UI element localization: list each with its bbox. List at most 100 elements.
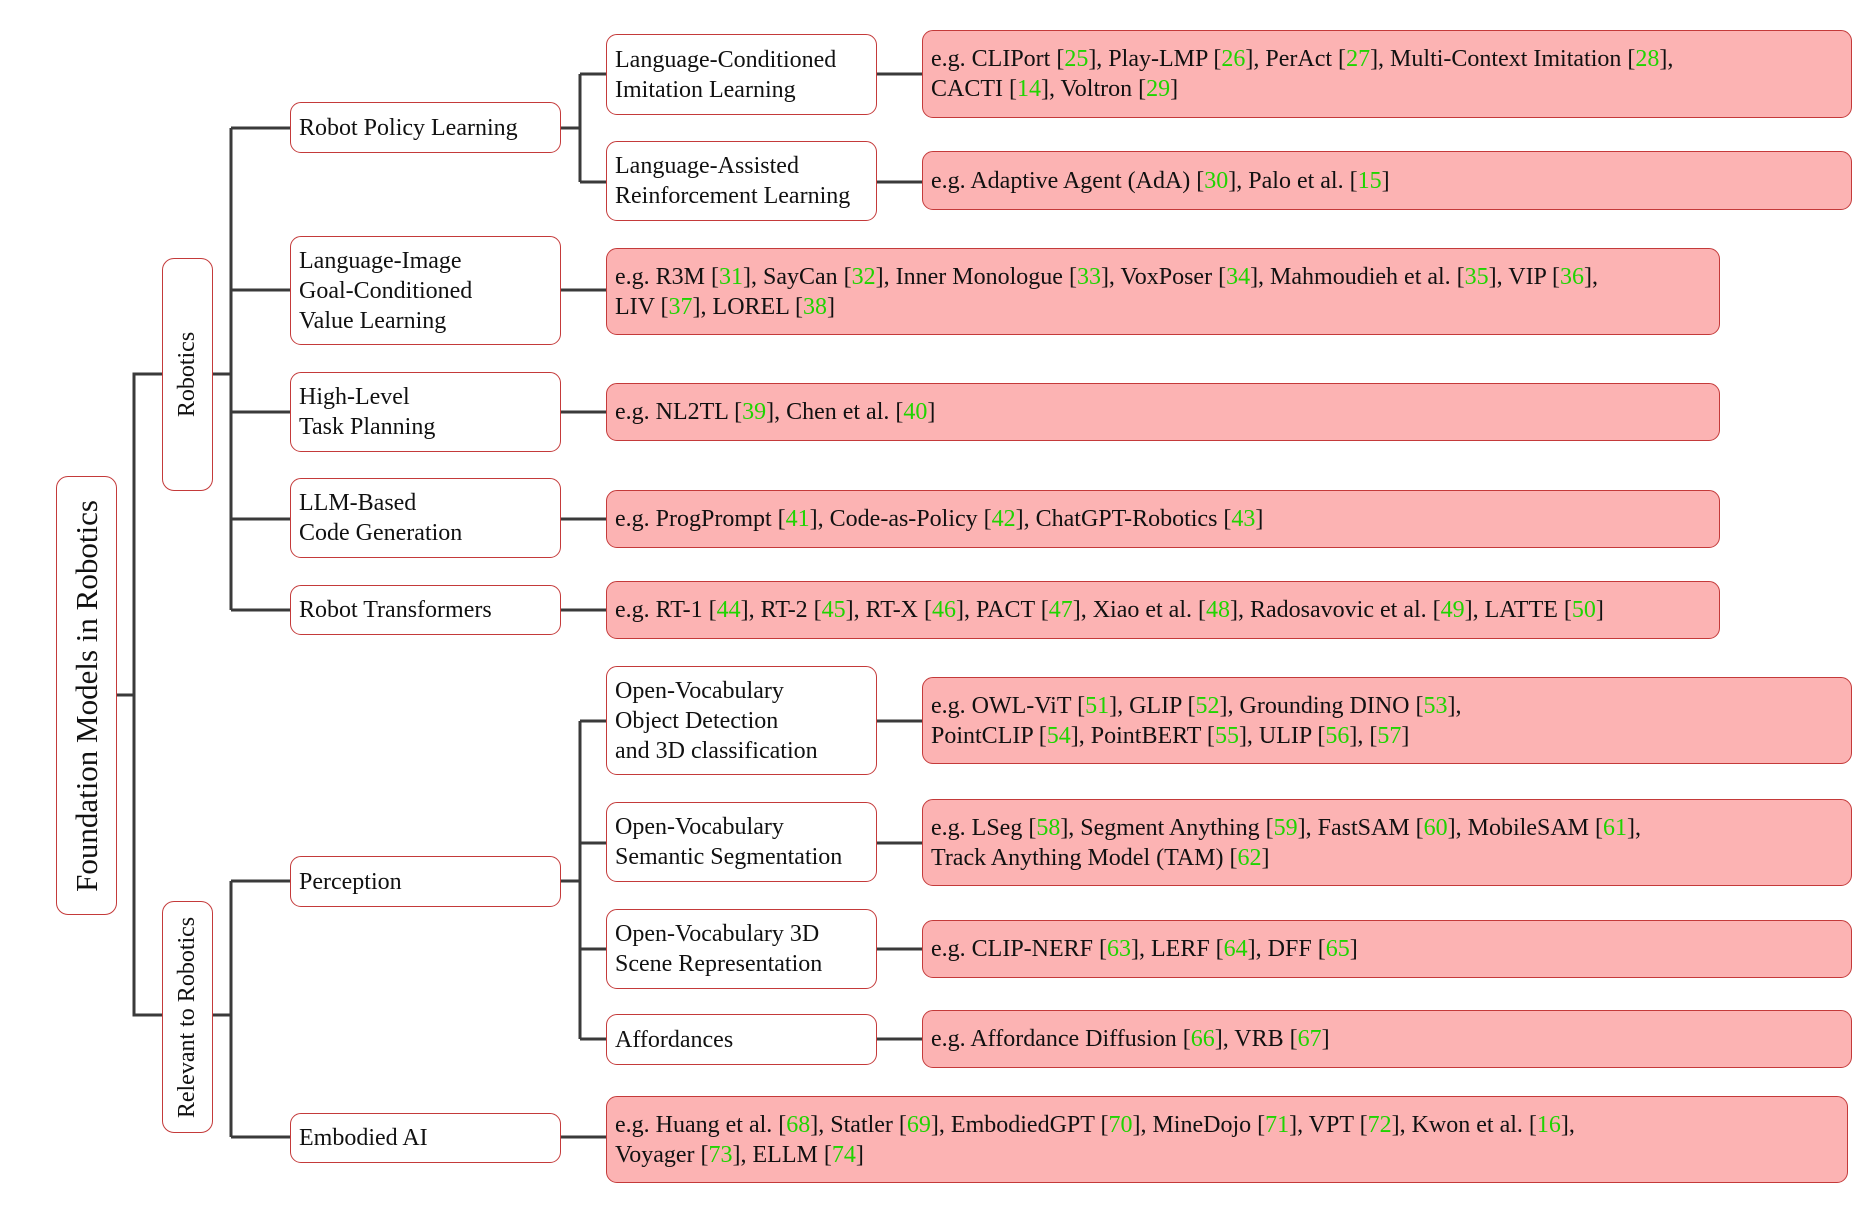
example-segment: ], MineDojo [ xyxy=(1132,1111,1266,1138)
citation-ref[interactable]: 60 xyxy=(1423,814,1448,841)
example-segment: ], SayCan [ xyxy=(743,263,852,290)
citation-ref[interactable]: 72 xyxy=(1367,1111,1392,1138)
citation-ref[interactable]: 51 xyxy=(1085,692,1110,719)
citation-ref[interactable]: 61 xyxy=(1603,814,1627,841)
citation-ref[interactable]: 15 xyxy=(1357,167,1382,194)
citation-ref[interactable]: 49 xyxy=(1440,597,1465,623)
citation-ref[interactable]: 52 xyxy=(1195,692,1220,719)
citation-ref[interactable]: 44 xyxy=(716,597,741,623)
citation-ref[interactable]: 50 xyxy=(1571,597,1596,623)
citation-ref[interactable]: 45 xyxy=(821,597,846,623)
citation-ref[interactable]: 46 xyxy=(932,597,957,623)
example-segment: e.g. CLIPort [ xyxy=(931,46,1065,72)
citation-ref[interactable]: 26 xyxy=(1221,46,1246,72)
citation-ref[interactable]: 43 xyxy=(1231,506,1256,532)
example-text: e.g. LSeg [58], Segment Anything [59], F… xyxy=(931,813,1641,873)
citation-ref[interactable]: 28 xyxy=(1635,46,1660,72)
citation-ref[interactable]: 57 xyxy=(1377,722,1402,749)
example-segment: ] xyxy=(1255,506,1264,532)
node-label: Robot Transformers xyxy=(299,597,492,623)
example-text: e.g. R3M [31], SayCan [32], Inner Monolo… xyxy=(615,262,1598,322)
example-segment: ], PACT [ xyxy=(956,597,1049,623)
example-segment: ], xyxy=(1584,263,1599,290)
example-segment: ] xyxy=(1321,1026,1330,1052)
citation-ref[interactable]: 69 xyxy=(906,1111,931,1138)
example-segment: ], LATTE [ xyxy=(1464,597,1572,623)
citation-ref[interactable]: 33 xyxy=(1076,263,1101,290)
example-segment: ], RT-X [ xyxy=(845,597,933,623)
citation-ref[interactable]: 66 xyxy=(1190,1026,1215,1052)
node-open-vocab-detection: Open-Vocabulary Object Detection and 3D … xyxy=(606,666,877,775)
example-segment: ], xyxy=(1560,1111,1575,1138)
example-segment: e.g. NL2TL [ xyxy=(615,399,743,425)
citation-ref[interactable]: 74 xyxy=(831,1141,856,1168)
citation-ref[interactable]: 65 xyxy=(1325,936,1350,962)
examples-open-vocab-detection: e.g. OWL-ViT [51], GLIP [52], Grounding … xyxy=(922,677,1852,764)
citation-ref[interactable]: 73 xyxy=(708,1141,733,1168)
example-segment: ], Segment Anything [ xyxy=(1060,814,1274,841)
citation-ref[interactable]: 27 xyxy=(1346,46,1371,72)
citation-ref[interactable]: 34 xyxy=(1226,263,1251,290)
example-segment: ], [ xyxy=(1349,722,1378,749)
citation-ref[interactable]: 30 xyxy=(1204,167,1229,194)
example-segment: ], Palo et al. [ xyxy=(1228,167,1358,194)
citation-ref[interactable]: 54 xyxy=(1046,722,1071,749)
examples-language-assisted-rl: e.g. Adaptive Agent (AdA) [30], Palo et … xyxy=(922,151,1852,210)
citation-ref[interactable]: 39 xyxy=(742,399,767,425)
citation-ref[interactable]: 70 xyxy=(1108,1111,1133,1138)
citation-ref[interactable]: 32 xyxy=(851,263,876,290)
citation-ref[interactable]: 55 xyxy=(1214,722,1239,749)
citation-ref[interactable]: 53 xyxy=(1423,692,1448,719)
example-segment: ], Voltron [ xyxy=(1041,76,1147,102)
citation-ref[interactable]: 56 xyxy=(1325,722,1350,749)
example-segment: e.g. OWL-ViT [ xyxy=(931,692,1086,719)
example-segment: ], VRB [ xyxy=(1214,1026,1298,1052)
citation-ref[interactable]: 67 xyxy=(1297,1026,1322,1052)
node-robot-transformers: Robot Transformers xyxy=(290,585,561,635)
citation-ref[interactable]: 48 xyxy=(1206,597,1230,623)
citation-ref[interactable]: 37 xyxy=(668,293,693,320)
citation-ref[interactable]: 68 xyxy=(786,1111,811,1138)
example-text: e.g. Affordance Diffusion [66], VRB [67] xyxy=(931,1024,1330,1054)
citation-ref[interactable]: 41 xyxy=(785,506,810,532)
node-label: Open-Vocabulary Semantic Segmentation xyxy=(615,814,843,870)
citation-ref[interactable]: 29 xyxy=(1146,76,1171,102)
node-label: Embodied AI xyxy=(299,1125,428,1151)
citation-ref[interactable]: 31 xyxy=(719,263,743,290)
citation-ref[interactable]: 63 xyxy=(1107,936,1131,962)
example-segment: ], LERF [ xyxy=(1131,936,1224,962)
example-segment: ] xyxy=(855,1141,864,1168)
example-segment: ], Inner Monologue [ xyxy=(875,263,1077,290)
example-segment: ], PerAct [ xyxy=(1245,46,1347,72)
citation-ref[interactable]: 47 xyxy=(1048,597,1073,623)
example-segment: ], FastSAM [ xyxy=(1297,814,1424,841)
example-segment: ] xyxy=(1170,76,1179,102)
citation-ref[interactable]: 71 xyxy=(1265,1111,1290,1138)
example-segment: ] xyxy=(826,293,835,320)
example-segment: ] xyxy=(927,399,936,425)
citation-ref[interactable]: 25 xyxy=(1064,46,1089,72)
citation-ref[interactable]: 59 xyxy=(1273,814,1298,841)
example-segment: ], MobileSAM [ xyxy=(1447,814,1603,841)
citation-ref[interactable]: 38 xyxy=(802,293,827,320)
root-node: Foundation Models in Robotics xyxy=(56,476,117,915)
citation-ref[interactable]: 58 xyxy=(1036,814,1061,841)
citation-ref[interactable]: 62 xyxy=(1237,844,1262,871)
citation-ref[interactable]: 35 xyxy=(1464,263,1489,290)
citation-ref[interactable]: 16 xyxy=(1536,1111,1561,1138)
example-text: e.g. CLIPort [25], Play-LMP [26], PerAct… xyxy=(931,44,1673,104)
node-label: Affordances xyxy=(615,1026,734,1053)
example-text: e.g. CLIP-NERF [63], LERF [64], DFF [65] xyxy=(931,934,1358,964)
node-llm-based-code-generation: LLM-Based Code Generation xyxy=(290,478,561,558)
citation-ref[interactable]: 42 xyxy=(991,506,1016,532)
example-text: e.g. OWL-ViT [51], GLIP [52], Grounding … xyxy=(931,691,1461,751)
node-open-vocab-3d-scene: Open-Vocabulary 3D Scene Representation xyxy=(606,909,877,989)
citation-ref[interactable]: 36 xyxy=(1560,263,1585,290)
example-segment: e.g. ProgPrompt [ xyxy=(615,506,786,532)
example-segment: CACTI [ xyxy=(931,76,1017,102)
citation-ref[interactable]: 40 xyxy=(903,399,928,425)
citation-ref[interactable]: 64 xyxy=(1223,936,1248,962)
citation-ref[interactable]: 14 xyxy=(1017,76,1041,102)
example-segment: e.g. R3M [ xyxy=(615,263,719,290)
